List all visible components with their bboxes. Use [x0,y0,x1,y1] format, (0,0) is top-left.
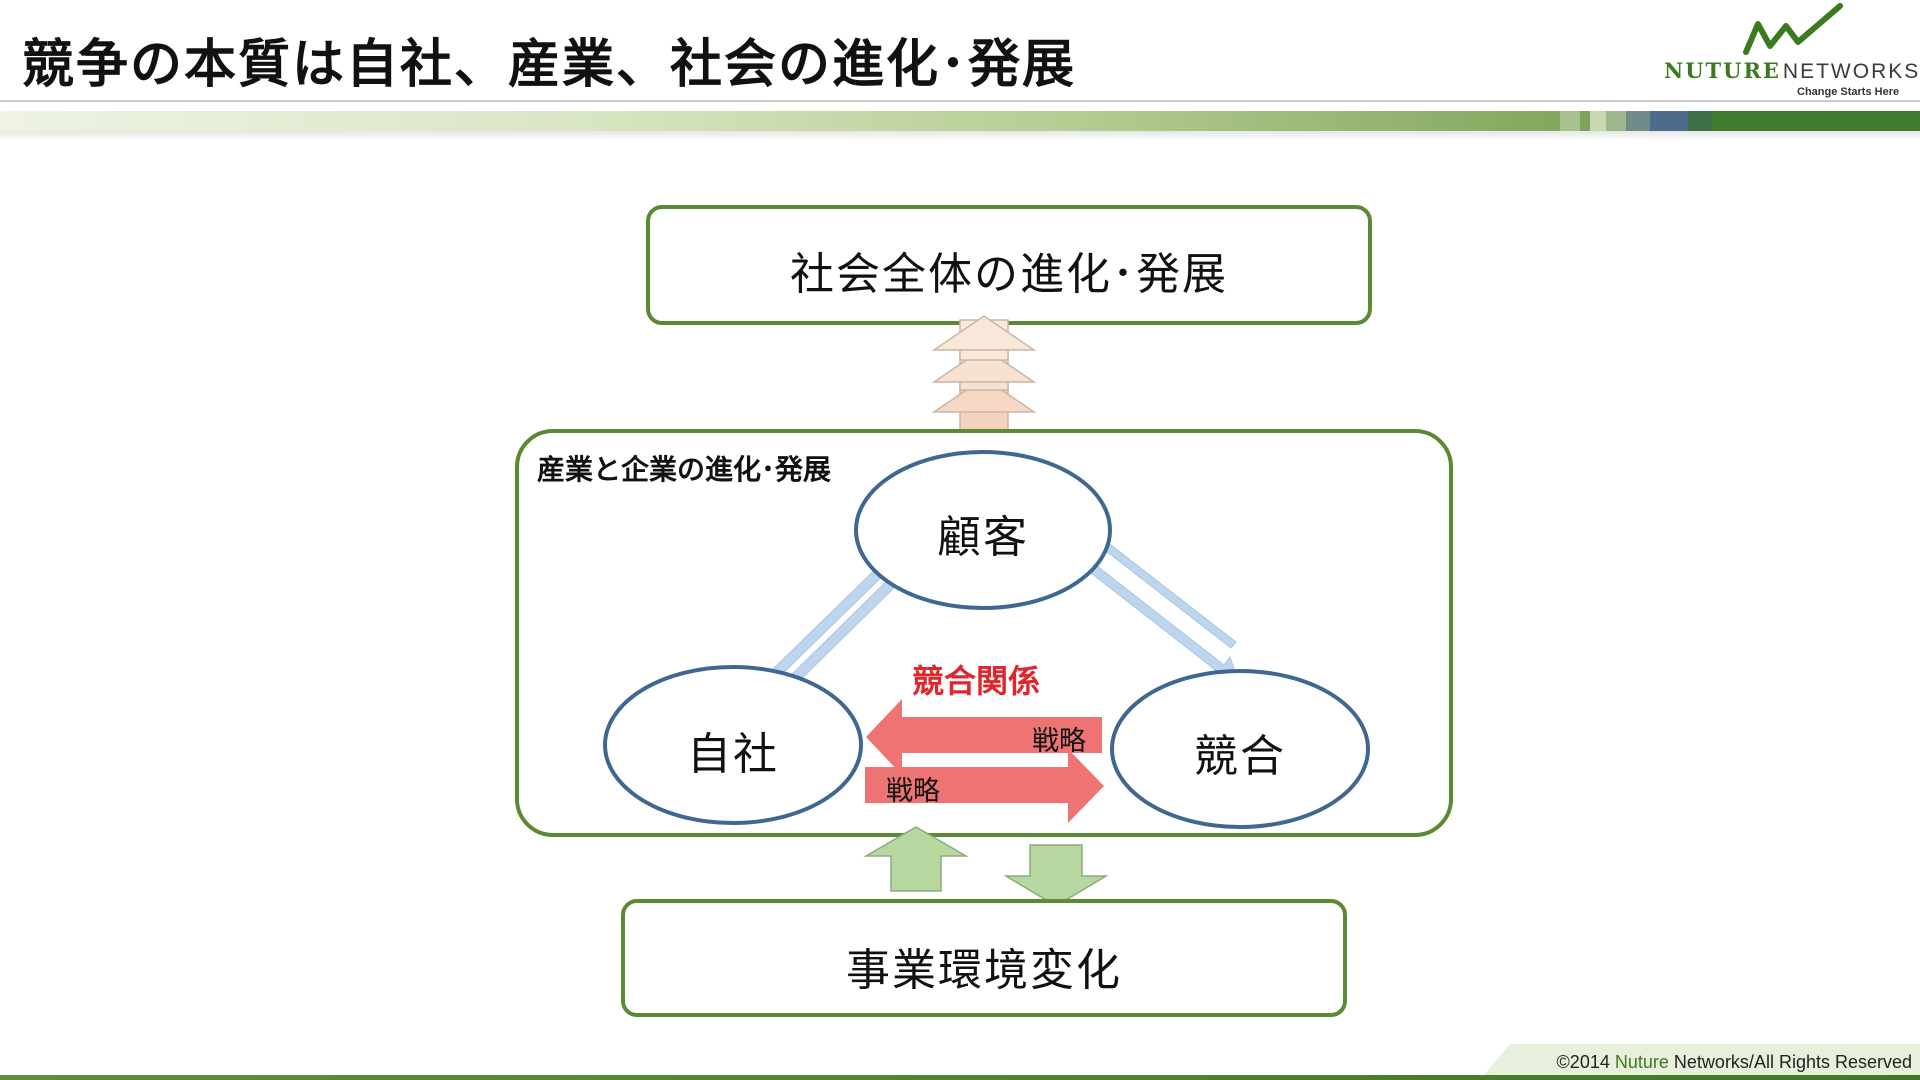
bottom-box-environment [621,899,1347,1017]
environment-up-arrow-icon [863,826,969,892]
self-label: 自社 [687,729,779,780]
strategy-left-arrow-icon [866,699,1102,775]
bottom-box-label: 事業環境変化 [846,945,1122,996]
band-accent-block [1712,111,1920,131]
band-accent-block [1590,111,1606,131]
band-accent-block [1606,111,1626,131]
industry-box-label: 産業と企業の進化･発展 [537,453,832,486]
copyright-notice: ©2014 Nuture Networks/All Rights Reserve… [1557,1052,1912,1073]
band-accent-block [1626,111,1650,131]
top-box-label: 社会全体の進化･発展 [790,249,1228,300]
footer-tab [1480,1044,1920,1080]
strategy-right-label: 戦略 [886,776,940,807]
copyright-brand: Nuture [1614,1052,1669,1072]
environment-down-arrow-icon [1003,844,1109,907]
logo-brand-networks: NETWORKS [1782,60,1920,83]
up-arrow-stack-icon [931,315,1037,441]
customer-ellipse [854,450,1112,610]
page-title: 競争の本質は自社、産業、社会の進化･発展 [22,35,1077,95]
checkmark-logo-icon [1743,3,1843,55]
band-accent-block [1560,111,1580,131]
header-band-shadow [0,131,1920,141]
band-accent-block [1580,111,1590,131]
self-ellipse [603,665,863,825]
strategy-right-arrow-icon [865,749,1104,823]
copyright-prefix: ©2014 [1556,1052,1610,1072]
top-box-society [646,205,1372,325]
band-accent-block [1650,111,1688,131]
competitor-ellipse [1110,669,1370,829]
customer-label: 顧客 [937,512,1029,563]
copyright-suffix: Networks/All Rights Reserved [1673,1052,1912,1072]
logo: NUTURENETWORKS Change Starts Here [1660,0,1920,100]
band-accent-block [1688,111,1712,131]
strategy-left-label: 戦略 [1032,726,1086,757]
competitor-label: 競合 [1194,731,1286,782]
footer-band [0,1075,1920,1080]
header-divider [0,100,1920,102]
header-gradient-band [0,111,1920,131]
logo-wordmark: NUTURENETWORKS [1664,60,1920,82]
logo-tagline: Change Starts Here [1797,86,1900,98]
logo-brand-nuture: NUTURE [1664,58,1781,83]
competition-relation-label: 競合関係 [912,662,1041,700]
